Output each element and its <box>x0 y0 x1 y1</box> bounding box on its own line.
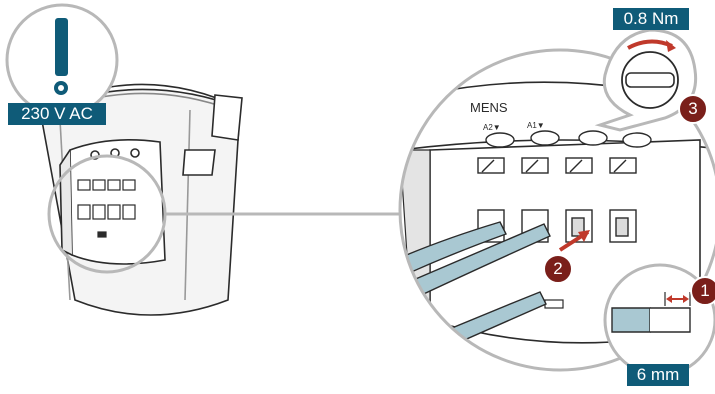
step-badge-1: 1 <box>690 276 715 306</box>
brand-fragment: MENS <box>470 100 508 115</box>
device-in-box <box>39 83 243 316</box>
warning-callout <box>5 3 119 117</box>
step-badge-2: 2 <box>543 254 573 284</box>
device-terminals-small <box>77 179 136 238</box>
step-badge-3: 3 <box>678 94 708 124</box>
strip-length-label: 6 mm <box>627 364 689 386</box>
voltage-label: 230 V AC <box>8 103 106 125</box>
zoom-circle-outline <box>398 48 715 372</box>
terminal-mark-a1: A1▼ <box>527 121 545 130</box>
torque-label: 0.8 Nm <box>613 8 689 30</box>
torque-callout <box>594 28 698 132</box>
terminal-mark-a2: A2▼ <box>483 123 501 132</box>
